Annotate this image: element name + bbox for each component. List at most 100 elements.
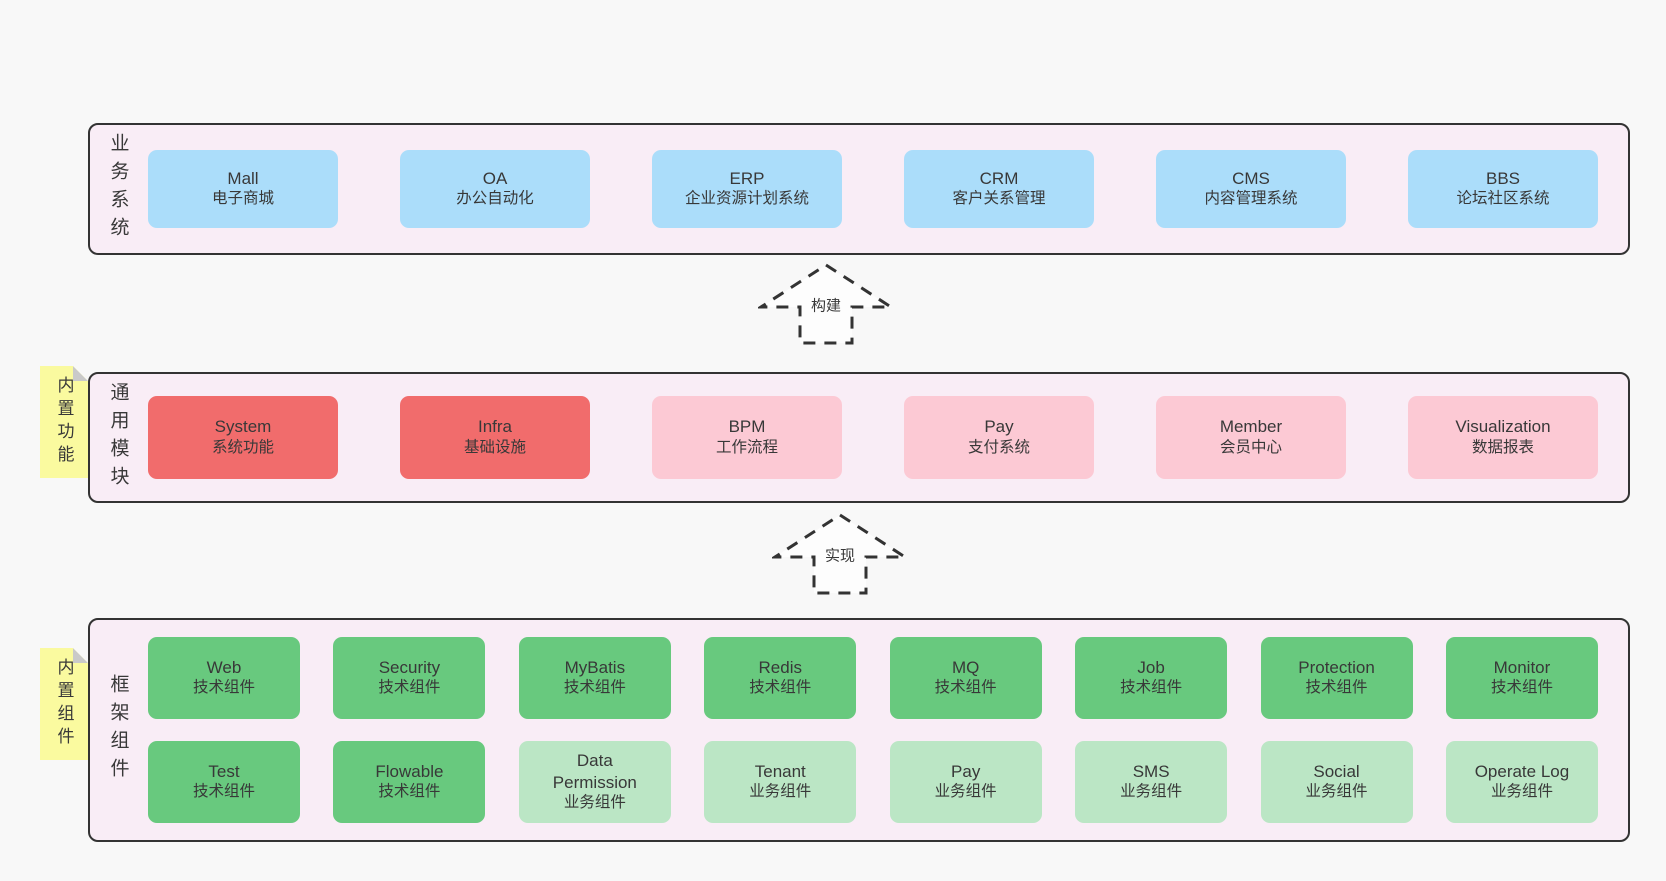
module-box: BPM 工作流程: [652, 396, 842, 479]
box-desc: 业务组件: [563, 793, 626, 811]
business-system-box: CRM 客户关系管理: [904, 150, 1094, 228]
box-desc: 业务组件: [1305, 783, 1368, 801]
box-name: SMS: [1132, 761, 1170, 781]
box-name: System: [214, 417, 272, 437]
box-desc: 业务组件: [1490, 783, 1553, 801]
box-desc: 技术组件: [378, 679, 441, 697]
box-desc: 技术组件: [1120, 679, 1183, 697]
business-system-box: ERP 企业资源计划系统: [652, 150, 842, 228]
modules-layer-label: 通用模块: [107, 381, 129, 494]
builtin-features-sticky-label: 内置功能: [54, 376, 74, 468]
box-desc: 业务组件: [934, 783, 997, 801]
box-desc: 技术组件: [192, 679, 255, 697]
box-name: Test: [208, 761, 240, 781]
common-modules-layer: 通用模块 System 系统功能 Infra 基础设施 BPM 工作流程: [88, 372, 1630, 503]
component-box: Protection 技术组件: [1260, 637, 1413, 719]
box-desc: 会员中心: [1219, 438, 1282, 456]
component-box: Tenant 业务组件: [704, 741, 857, 823]
component-box: Monitor 技术组件: [1445, 637, 1598, 719]
component-box: Security 技术组件: [333, 637, 486, 719]
box-desc: 业务组件: [1120, 783, 1183, 801]
box-desc: 企业资源计划系统: [684, 190, 809, 208]
box-name: Flowable: [375, 761, 444, 781]
component-box: Social 业务组件: [1260, 741, 1413, 823]
box-name: Operate Log: [1474, 761, 1570, 781]
box-name: Tenant: [754, 761, 806, 781]
module-box: Visualization 数据报表: [1408, 396, 1598, 479]
box-desc: 工作流程: [715, 438, 778, 456]
box-desc: 电子商城: [211, 190, 274, 208]
component-box: Web 技术组件: [148, 637, 300, 719]
box-desc: 客户关系管理: [952, 190, 1046, 208]
component-box: Data Permission 业务组件: [518, 741, 671, 823]
box-name: Protection: [1298, 657, 1375, 677]
box-name: Web: [206, 657, 242, 677]
box-desc: 技术组件: [192, 783, 255, 801]
module-box: Pay 支付系统: [904, 396, 1094, 479]
box-desc: 技术组件: [934, 679, 997, 697]
box-desc: 系统功能: [211, 438, 274, 456]
box-name: BBS: [1485, 168, 1521, 188]
box-desc: 技术组件: [1305, 679, 1368, 697]
box-name: MQ: [951, 657, 980, 677]
builtin-components-sticky-note: 内置组件: [40, 648, 88, 760]
business-system-box: OA 办公自动化: [400, 150, 590, 228]
box-name: ERP: [729, 168, 765, 188]
component-boxes: Web 技术组件 Security 技术组件 MyBatis 技术组件: [136, 620, 1628, 840]
box-name: Member: [1219, 417, 1283, 437]
build-arrow-label: 构建: [805, 292, 847, 318]
component-box: Test 技术组件: [148, 741, 300, 823]
component-box: Pay 业务组件: [889, 741, 1042, 823]
box-desc: 技术组件: [378, 783, 441, 801]
box-desc: 技术组件: [749, 679, 812, 697]
box-desc: 技术组件: [563, 679, 626, 697]
box-desc: 业务组件: [749, 783, 812, 801]
box-desc: 技术组件: [1490, 679, 1553, 697]
builtin-components-sticky-label: 内置组件: [54, 658, 74, 750]
component-box: SMS 业务组件: [1075, 741, 1228, 823]
box-desc: 办公自动化: [456, 190, 534, 208]
component-box: MyBatis 技术组件: [518, 637, 671, 719]
component-box: Flowable 技术组件: [333, 741, 486, 823]
component-box: Redis 技术组件: [704, 637, 857, 719]
business-layer-label: 业务系统: [107, 133, 129, 245]
box-name: Mall: [227, 168, 259, 188]
box-name: Pay: [984, 417, 1014, 437]
business-system-box: Mall 电子商城: [148, 150, 338, 228]
box-name: Redis: [758, 657, 802, 677]
box-name: CRM: [979, 168, 1019, 188]
box-desc: 支付系统: [967, 438, 1030, 456]
implement-arrow-label: 实现: [819, 542, 861, 568]
build-arrow: 构建: [758, 262, 894, 346]
box-name: Pay: [951, 761, 981, 781]
business-boxes: Mall 电子商城 OA 办公自动化 ERP 企业资源计划系统 CRM 客户关系…: [136, 125, 1628, 253]
box-name: Social: [1313, 761, 1360, 781]
builtin-features-sticky-note: 内置功能: [40, 366, 88, 478]
component-box: Operate Log 业务组件: [1445, 741, 1598, 823]
box-name: Visualization: [1455, 417, 1551, 437]
business-systems-layer: 业务系统 Mall 电子商城 OA 办公自动化 ERP 企业资源计划系统: [88, 123, 1630, 255]
box-desc: 内容管理系统: [1204, 190, 1298, 208]
box-name: Monitor: [1493, 657, 1551, 677]
box-name: Data Permission: [552, 751, 637, 792]
module-box: System 系统功能: [148, 396, 338, 479]
implement-arrow: 实现: [772, 512, 908, 596]
business-system-box: CMS 内容管理系统: [1156, 150, 1346, 228]
module-boxes: System 系统功能 Infra 基础设施 BPM 工作流程 Pay 支付系统: [136, 374, 1628, 501]
box-desc: 数据报表: [1471, 438, 1534, 456]
module-box: Infra 基础设施: [400, 396, 590, 479]
box-name: Job: [1137, 657, 1165, 677]
box-desc: 论坛社区系统: [1456, 190, 1550, 208]
component-row-1: Web 技术组件 Security 技术组件 MyBatis 技术组件: [148, 637, 1598, 719]
components-layer-label: 框架组件: [107, 674, 129, 786]
component-row-2: Test 技术组件 Flowable 技术组件 Data Permission …: [148, 741, 1598, 823]
component-box: Job 技术组件: [1075, 637, 1228, 719]
box-name: BPM: [728, 417, 766, 437]
box-name: Security: [378, 657, 441, 677]
box-name: OA: [482, 168, 508, 188]
framework-components-layer: 框架组件 Web 技术组件 Security 技术组件 MyBatis: [88, 618, 1630, 842]
module-box: Member 会员中心: [1156, 396, 1346, 479]
box-name: MyBatis: [564, 657, 626, 677]
component-box: MQ 技术组件: [889, 637, 1042, 719]
